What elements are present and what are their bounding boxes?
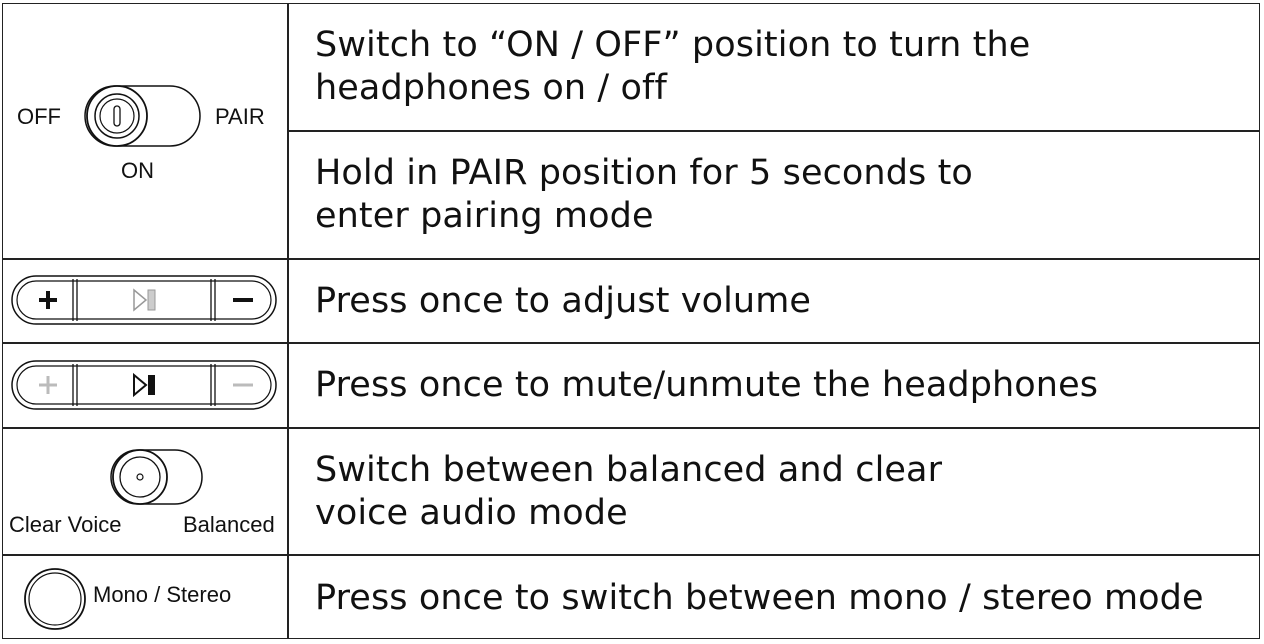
on-label: ON xyxy=(121,158,154,183)
off-label: OFF xyxy=(17,104,61,129)
power-description: Switch to “ON / OFF” position to turn th… xyxy=(315,25,1031,108)
description-cell: Press once to mute/unmute the headphones xyxy=(289,344,1259,427)
mono-stereo-label: Mono / Stereo xyxy=(93,582,232,607)
description-cell: Press once to switch between mono / ster… xyxy=(289,556,1259,640)
pair-label: PAIR xyxy=(215,104,265,129)
power-slider-switch-icon[interactable] xyxy=(83,84,203,148)
row-divider xyxy=(3,427,1259,429)
voice-mode-description: Switch between balanced and clear voice … xyxy=(315,449,943,533)
round-button-icon[interactable] xyxy=(23,567,87,631)
pair-description: Hold in PAIR position for 5 seconds to e… xyxy=(315,153,973,236)
clear-voice-label: Clear Voice xyxy=(9,512,122,537)
description-cell: Switch to “ON / OFF” position to turn th… xyxy=(289,4,1259,130)
description-cell: Press once to adjust volume xyxy=(289,260,1259,342)
controls-table: OFF PAIR ON Switch to “ON / OFF” positio… xyxy=(2,3,1260,639)
mute-description: Press once to mute/unmute the headphones xyxy=(315,365,1099,405)
row-divider xyxy=(287,130,1259,132)
row-divider xyxy=(3,258,1259,260)
row-divider xyxy=(3,554,1259,556)
balanced-label: Balanced xyxy=(183,512,275,537)
column-divider xyxy=(287,4,289,638)
mono-stereo-description: Press once to switch between mono / ster… xyxy=(315,577,1204,618)
description-cell: Switch between balanced and clear voice … xyxy=(289,429,1259,554)
volume-rocker-play-pause-icon[interactable] xyxy=(11,360,277,410)
volume-description: Press once to adjust volume xyxy=(315,280,812,321)
description-cell: Hold in PAIR position for 5 seconds to e… xyxy=(289,132,1259,258)
voice-mode-slider-switch-icon[interactable] xyxy=(109,448,205,506)
volume-rocker-plus-minus-icon[interactable] xyxy=(11,275,277,325)
row-divider xyxy=(3,342,1259,344)
